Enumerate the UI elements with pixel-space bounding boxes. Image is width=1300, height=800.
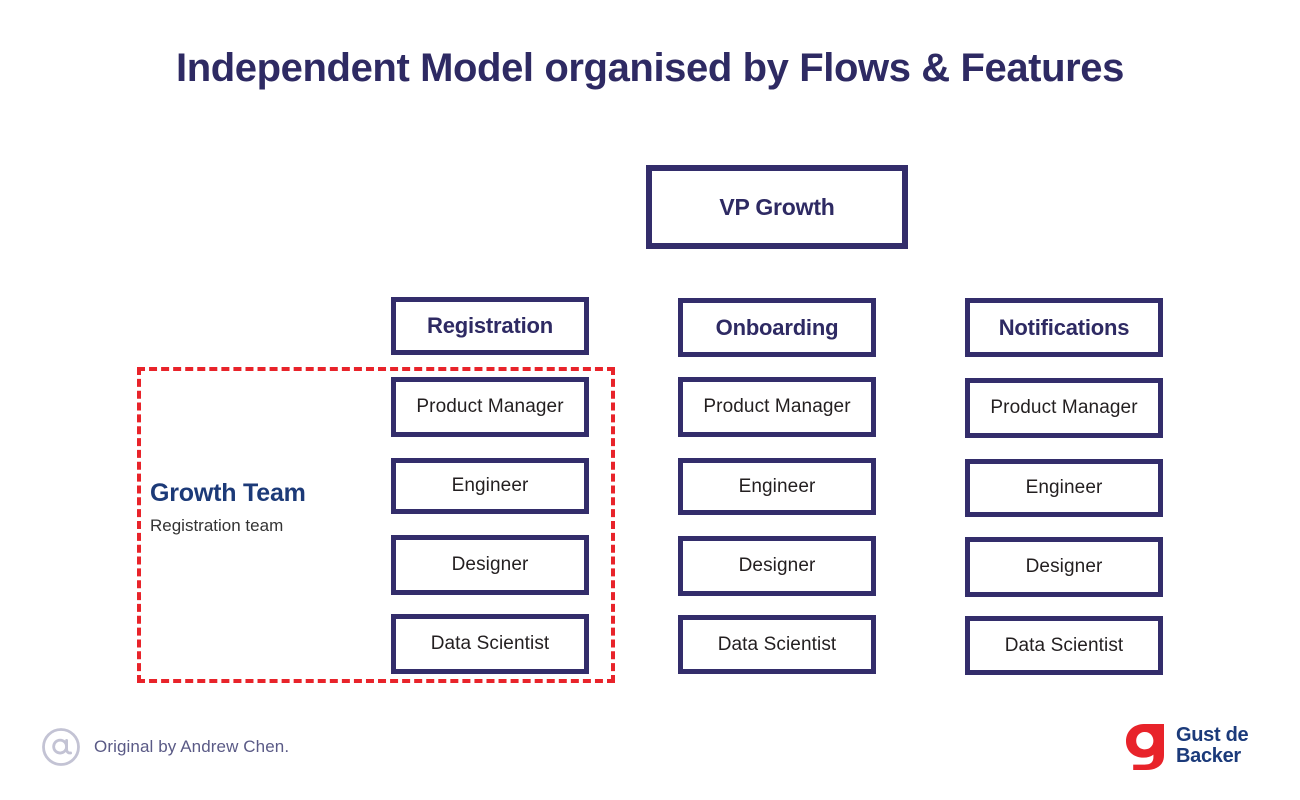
node-registration-engineer[interactable]: Engineer <box>391 458 589 514</box>
brand-wordmark-line2: Backer <box>1176 745 1241 767</box>
brand-wordmark-line1: Gust de <box>1176 724 1249 746</box>
node-onboarding-engineer[interactable]: Engineer <box>678 458 876 515</box>
node-registration-product-manager[interactable]: Product Manager <box>391 377 589 437</box>
column-header-onboarding[interactable]: Onboarding <box>678 298 876 357</box>
node-onboarding-product-manager[interactable]: Product Manager <box>678 377 876 437</box>
brand-wordmark: Gust de Backer <box>1176 724 1249 767</box>
brand-logo: Gust de Backer <box>1124 722 1249 770</box>
credit-text: Original by Andrew Chen. <box>94 737 290 756</box>
node-onboarding-designer[interactable]: Designer <box>678 536 876 596</box>
node-notifications-engineer[interactable]: Engineer <box>965 459 1163 517</box>
node-notifications-data-scientist[interactable]: Data Scientist <box>965 616 1163 675</box>
column-header-notifications[interactable]: Notifications <box>965 298 1163 357</box>
node-vp-growth[interactable]: VP Growth <box>646 165 908 249</box>
growth-team-subtitle: Registration team <box>150 515 284 535</box>
at-icon <box>42 728 80 766</box>
footer-credit: Original by Andrew Chen. <box>40 726 289 768</box>
node-registration-designer[interactable]: Designer <box>391 535 589 595</box>
page-title: Independent Model organised by Flows & F… <box>176 46 1124 90</box>
growth-team-caption: Growth Team Registration team <box>150 479 380 535</box>
growth-team-title: Growth Team <box>150 479 306 507</box>
gust-de-backer-g-mark-icon <box>1126 724 1164 770</box>
node-notifications-product-manager[interactable]: Product Manager <box>965 378 1163 438</box>
node-registration-data-scientist[interactable]: Data Scientist <box>391 614 589 674</box>
node-notifications-designer[interactable]: Designer <box>965 537 1163 597</box>
column-header-registration[interactable]: Registration <box>391 297 589 355</box>
node-onboarding-data-scientist[interactable]: Data Scientist <box>678 615 876 674</box>
growth-team-highlight-outline <box>137 367 615 683</box>
